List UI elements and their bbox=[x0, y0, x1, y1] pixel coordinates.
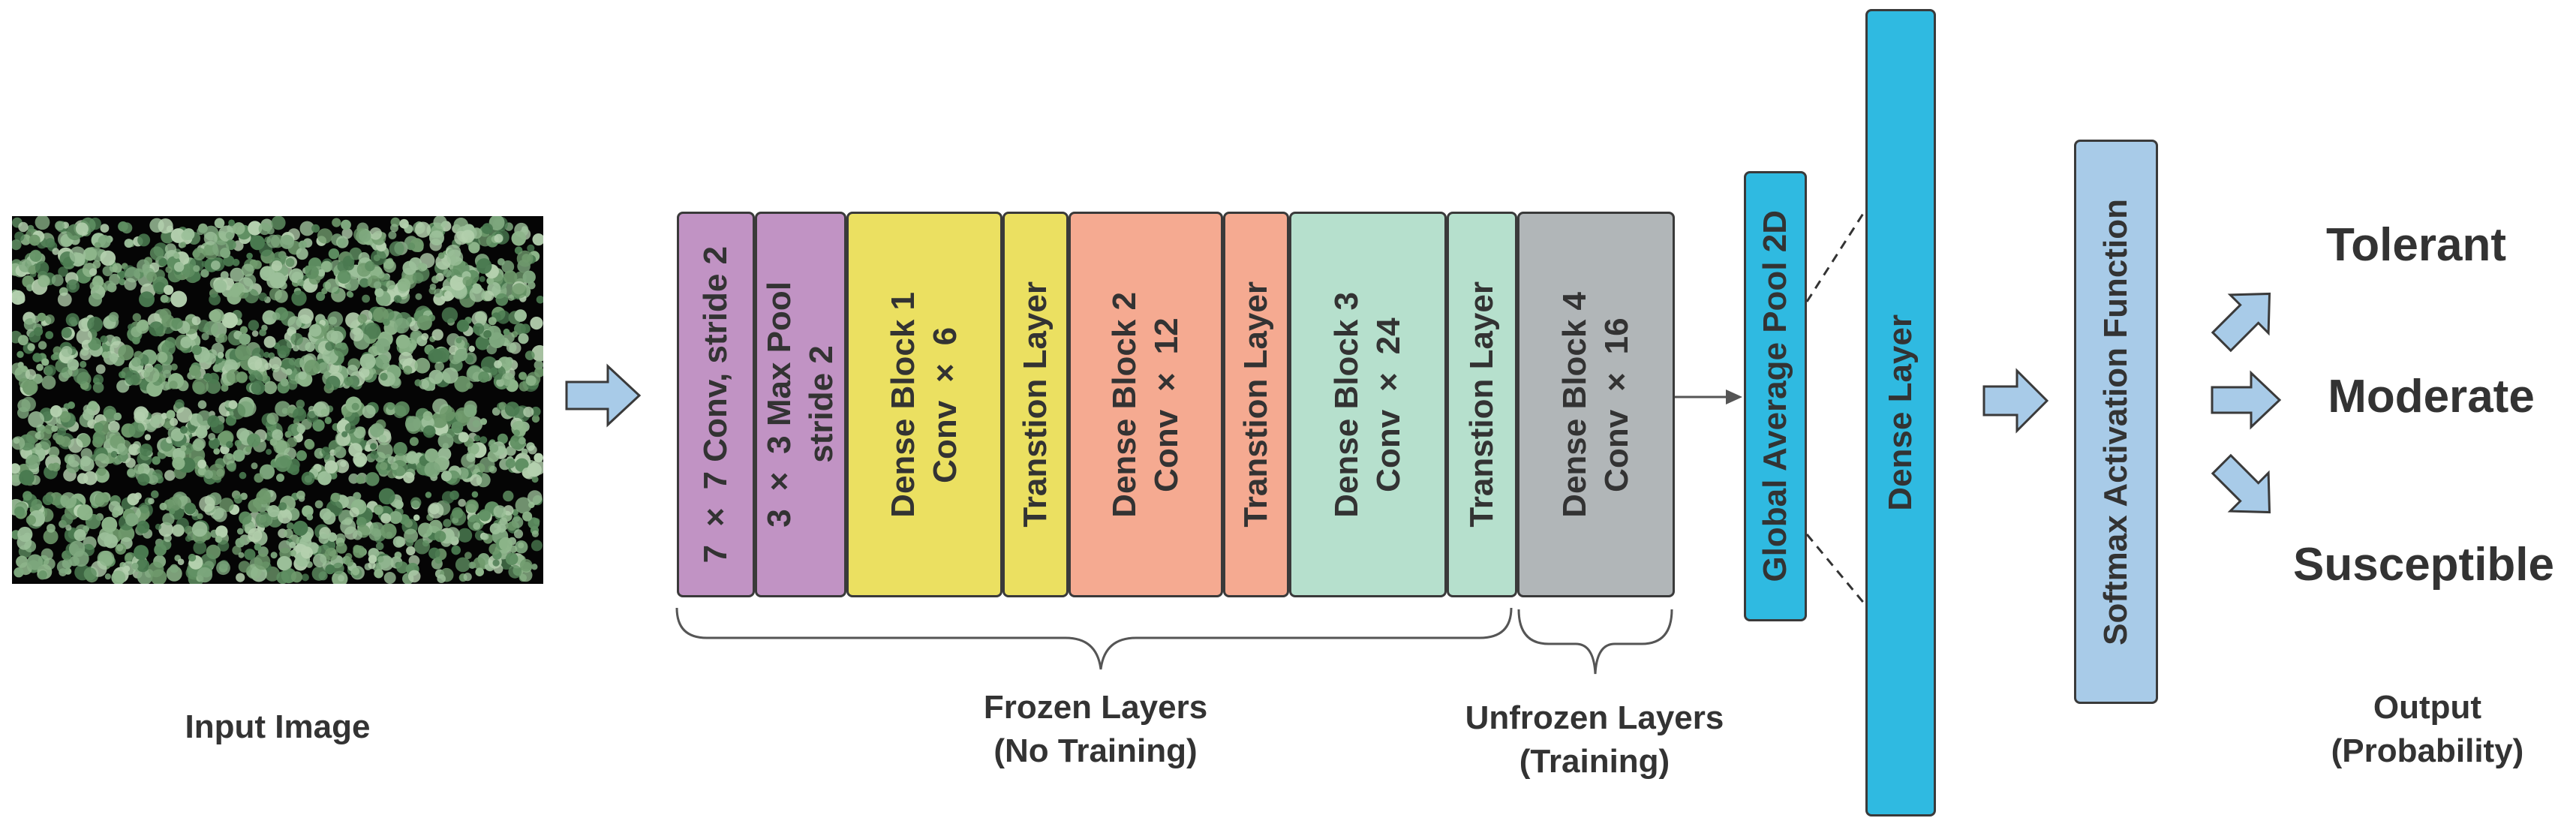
arrow-right-icon bbox=[1982, 368, 2049, 434]
transition-layer-1: Transtion Layer bbox=[1002, 212, 1069, 597]
class-susceptible: Susceptible bbox=[2293, 539, 2554, 591]
transition-layer-2: Transtion Layer bbox=[1223, 212, 1289, 597]
conv-layer: 7 × 7 Conv, stride 2 bbox=[677, 212, 755, 597]
global-average-pool-layer: Global Average Pool 2D bbox=[1744, 171, 1807, 621]
arrow-down-right-icon bbox=[2211, 453, 2271, 514]
class-tolerant: Tolerant bbox=[2326, 219, 2506, 271]
dashed-connector bbox=[1805, 534, 1867, 606]
arrow-right-icon bbox=[2211, 370, 2282, 430]
dashed-connector bbox=[1805, 209, 1867, 302]
softmax-layer-label: Softmax Activation Function bbox=[2097, 198, 2134, 645]
class-moderate: Moderate bbox=[2328, 371, 2535, 423]
transition-layer-2-label: Transtion Layer bbox=[1237, 281, 1274, 528]
frozen-layers-caption: Frozen Layers(No Training) bbox=[983, 689, 1208, 769]
unfrozen-layers-caption: Unfrozen Layers(Training) bbox=[1465, 699, 1724, 780]
crop-canopy-image bbox=[12, 216, 543, 584]
conv-layer-label: 7 × 7 Conv, stride 2 bbox=[697, 245, 734, 564]
transition-layer-3-label: Transtion Layer bbox=[1463, 281, 1500, 528]
arrow-up-right-icon bbox=[2211, 292, 2271, 353]
output-caption: Output(Probability) bbox=[2331, 689, 2524, 769]
transition-layer-3: Transtion Layer bbox=[1447, 212, 1517, 597]
transition-layer-1-label: Transtion Layer bbox=[1017, 281, 1054, 528]
unfrozen-brace-icon bbox=[1517, 609, 1673, 675]
softmax-layer: Softmax Activation Function bbox=[2074, 140, 2158, 704]
frozen-brace-icon bbox=[675, 607, 1513, 670]
input-image bbox=[12, 216, 543, 584]
dense-layer: Dense Layer bbox=[1865, 9, 1936, 816]
arrow-right-icon bbox=[565, 363, 642, 428]
arrow-line-icon bbox=[1675, 389, 1742, 404]
input-image-caption: Input Image bbox=[185, 708, 371, 745]
global-average-pool-label: Global Average Pool 2D bbox=[1757, 210, 1793, 582]
dense-layer-label: Dense Layer bbox=[1882, 314, 1919, 511]
